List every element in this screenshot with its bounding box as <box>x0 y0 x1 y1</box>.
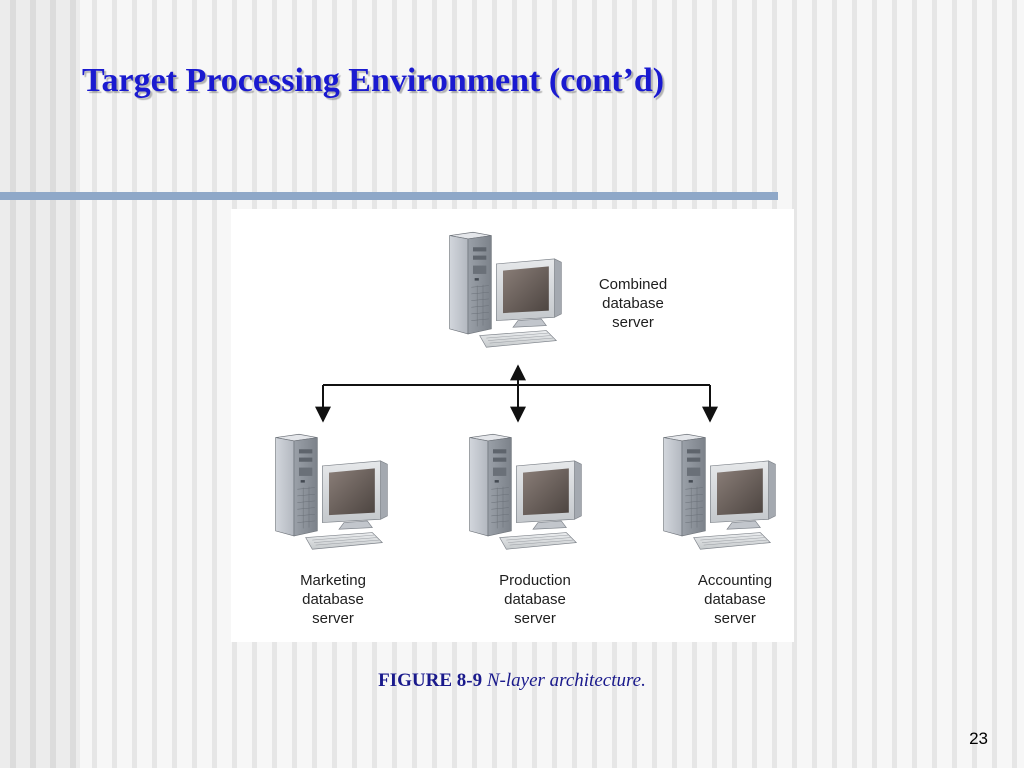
marketing-label-line-1: Marketing <box>300 572 366 589</box>
n-layer-diagram: Combined database server Marketing datab… <box>275 231 776 627</box>
combined-label-line-1: Combined <box>599 276 667 293</box>
accounting-label-line-1: Accounting <box>698 572 772 589</box>
accounting-workstation-icon <box>663 433 776 550</box>
figure-caption: FIGURE 8-9 N-layer architecture. <box>0 670 1024 692</box>
marketing-label-line-2: database <box>302 591 364 608</box>
marketing-workstation-icon <box>275 433 388 550</box>
production-label-line-2: database <box>504 591 566 608</box>
figure-caption-number: FIGURE 8-9 <box>378 670 483 691</box>
left-stripe-band <box>0 0 80 768</box>
production-label-line-3: server <box>514 610 556 627</box>
slide-title: Target Processing Environment (cont’d) <box>82 62 665 99</box>
combined-workstation-icon <box>449 231 562 348</box>
figure-panel: Combined database server Marketing datab… <box>231 209 794 642</box>
node-marketing: Marketing database server <box>275 433 388 627</box>
page-number: 23 <box>969 729 988 748</box>
production-workstation-icon <box>469 433 582 550</box>
accounting-label-line-2: database <box>704 591 766 608</box>
title-divider <box>0 192 778 200</box>
combined-label-line-3: server <box>612 314 654 331</box>
node-combined: Combined database server <box>449 231 667 348</box>
combined-label-line-2: database <box>602 295 664 312</box>
node-production: Production database server <box>469 433 582 627</box>
marketing-label-line-3: server <box>312 610 354 627</box>
connector-network <box>315 364 718 423</box>
figure-caption-text: N-layer architecture. <box>486 670 646 691</box>
node-accounting: Accounting database server <box>663 433 776 627</box>
production-label-line-1: Production <box>499 572 571 589</box>
accounting-label-line-3: server <box>714 610 756 627</box>
